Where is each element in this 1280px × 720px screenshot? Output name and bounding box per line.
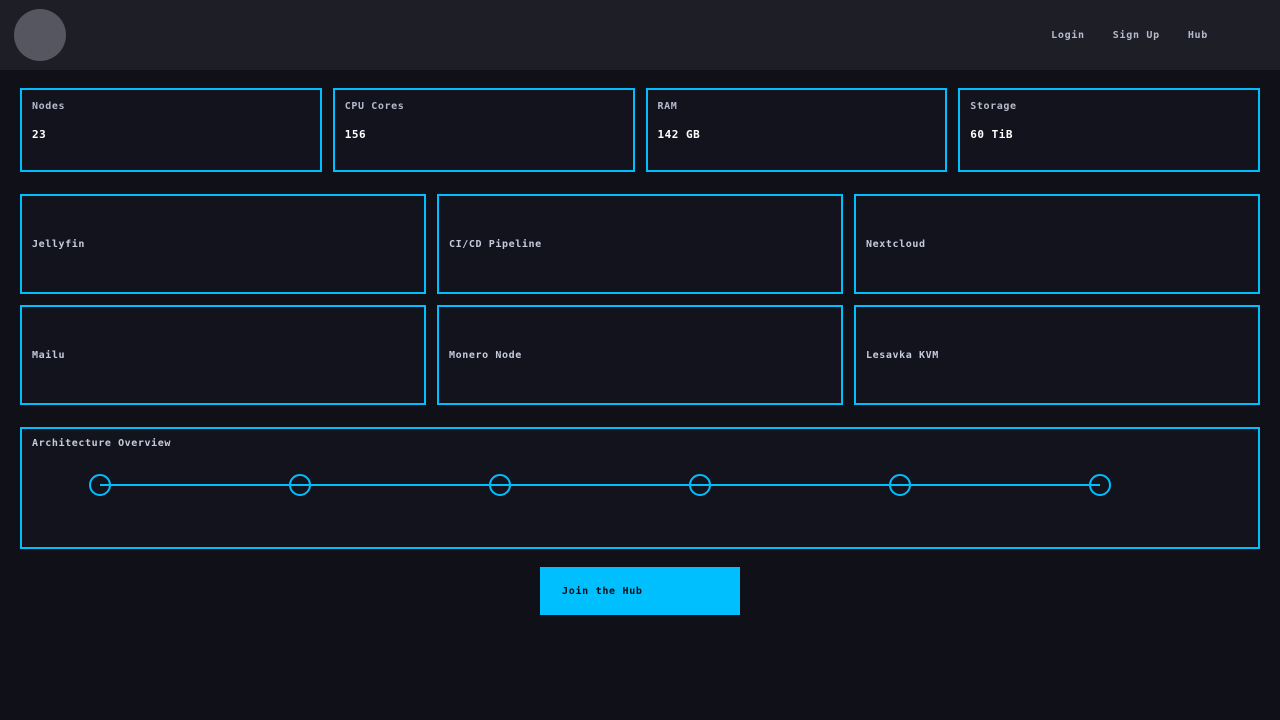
architecture-title: Architecture Overview xyxy=(32,438,172,449)
stat-card-cpu-cores[interactable]: CPU Cores 156 xyxy=(332,88,635,172)
join-the-hub-button[interactable]: Join the Hub xyxy=(540,567,740,615)
service-title: Nextcloud xyxy=(866,238,926,250)
service-card-lesavka-kvm[interactable]: Lesavka KVM xyxy=(854,305,1260,405)
service-card-mailu[interactable]: Mailu xyxy=(20,305,426,405)
primary-nav: Login Sign Up Hub xyxy=(1051,30,1260,41)
page-content: Nodes 23 CPU Cores 156 RAM 142 GB Storag… xyxy=(0,70,1280,615)
stat-value: 60 TiB xyxy=(970,128,1013,141)
service-card-monero-node[interactable]: Monero Node xyxy=(437,305,843,405)
architecture-node-4[interactable] xyxy=(689,474,711,496)
stat-card-storage[interactable]: Storage 60 TiB xyxy=(958,88,1260,172)
service-card-cicd-pipeline[interactable]: CI/CD Pipeline xyxy=(437,194,843,294)
architecture-diagram xyxy=(89,474,1111,496)
service-card-jellyfin[interactable]: Jellyfin xyxy=(20,194,426,294)
service-title: CI/CD Pipeline xyxy=(449,238,542,250)
stat-card-nodes[interactable]: Nodes 23 xyxy=(20,88,322,172)
architecture-node-5[interactable] xyxy=(889,474,911,496)
architecture-node-3[interactable] xyxy=(489,474,511,496)
stats-row: Nodes 23 CPU Cores 156 RAM 142 GB Storag… xyxy=(20,88,1260,172)
nav-link-login[interactable]: Login xyxy=(1051,29,1085,41)
stat-label: Nodes xyxy=(32,101,66,112)
service-title: Monero Node xyxy=(449,349,522,361)
service-title: Lesavka KVM xyxy=(866,349,939,361)
architecture-node-2[interactable] xyxy=(289,474,311,496)
stat-card-ram[interactable]: RAM 142 GB xyxy=(645,88,948,172)
nav-link-sign-up[interactable]: Sign Up xyxy=(1112,29,1160,41)
stat-label: Storage xyxy=(970,101,1017,112)
stat-value: 142 GB xyxy=(657,128,701,141)
service-card-nextcloud[interactable]: Nextcloud xyxy=(854,194,1260,294)
architecture-node-6[interactable] xyxy=(1089,474,1111,496)
architecture-node-1[interactable] xyxy=(89,474,111,496)
service-title: Mailu xyxy=(32,349,66,361)
stat-value: 23 xyxy=(32,128,47,141)
stat-value: 156 xyxy=(344,128,367,141)
services-grid: Jellyfin CI/CD Pipeline Nextcloud Mailu … xyxy=(20,194,1260,405)
architecture-panel: Architecture Overview xyxy=(20,427,1260,549)
stat-label: CPU Cores xyxy=(344,101,405,112)
site-header: Login Sign Up Hub xyxy=(0,0,1280,70)
nav-link-hub[interactable]: Hub xyxy=(1187,29,1208,41)
cta-row: Join the Hub xyxy=(20,567,1260,615)
avatar[interactable] xyxy=(14,9,66,61)
service-title: Jellyfin xyxy=(32,238,85,250)
stat-label: RAM xyxy=(657,101,678,112)
